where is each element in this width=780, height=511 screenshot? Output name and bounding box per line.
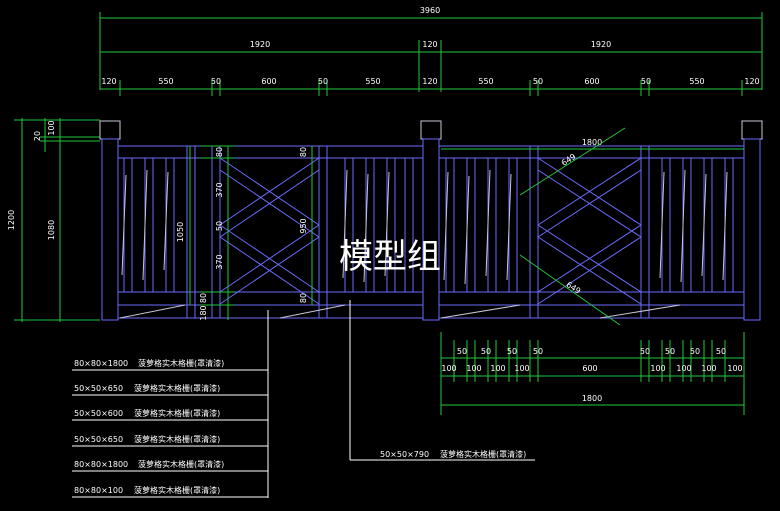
- dim-small: 50: [665, 347, 675, 356]
- dim-seg: 550: [689, 77, 704, 86]
- dim-inner: 370: [215, 182, 224, 197]
- dim-inner: 370: [215, 254, 224, 269]
- dim-small: 600: [582, 364, 597, 373]
- dim-seg: 50: [641, 77, 651, 86]
- dim-seg: 120: [101, 77, 116, 86]
- material-size: 50×50×790: [380, 450, 429, 459]
- dim-right-top: 1800: [582, 138, 602, 147]
- dim-small: 100: [650, 364, 665, 373]
- dim-small: 50: [716, 347, 726, 356]
- material-size: 50×50×600: [74, 409, 123, 418]
- dim-height-total: 1200: [7, 210, 16, 230]
- material-desc: 菠萝格实木格栅(罩清漆): [134, 383, 220, 393]
- dim-small: 50: [640, 347, 650, 356]
- material-desc: 菠萝格实木格栅(罩清漆): [138, 459, 224, 469]
- dim-small: 100: [701, 364, 716, 373]
- dim-seg: 600: [584, 77, 599, 86]
- material-desc: 菠萝格实木格栅(罩清漆): [134, 434, 220, 444]
- watermark: 模型组: [339, 237, 441, 277]
- dim-small: 50: [481, 347, 491, 356]
- post-cap-right: [741, 120, 763, 140]
- dim-seg: 50: [211, 77, 221, 86]
- material-desc: 菠萝格实木格栅(罩清漆): [134, 485, 220, 495]
- dim-small: 50: [457, 347, 467, 356]
- dim-cap: 20: [33, 131, 42, 141]
- dim-seg: 120: [744, 77, 759, 86]
- dim-inner-mid: 950: [299, 218, 308, 233]
- material-size: 50×50×650: [74, 435, 123, 444]
- dim-diag-top: 649: [560, 152, 578, 168]
- dim-small: 100: [676, 364, 691, 373]
- dim-top: 100: [47, 120, 56, 135]
- top-dimensions: 3960 1920 120 1920 120 550 50 600 50 550…: [99, 6, 763, 96]
- inner-dimensions: 80 370 50 370 1050 80 180 80 950 80: [176, 145, 313, 321]
- dim-inner: 180: [199, 305, 208, 320]
- dim-inner: 80: [215, 147, 224, 157]
- dim-small: 100: [727, 364, 742, 373]
- dim-inner: 50: [215, 221, 224, 231]
- dim-left-half: 1920: [250, 40, 270, 49]
- material-desc: 菠萝格实木格栅(罩清漆): [138, 358, 224, 368]
- leaders: [72, 300, 535, 498]
- dim-small: 50: [507, 347, 517, 356]
- material-size: 80×80×100: [74, 486, 123, 495]
- dim-row3: 120 550 50 600 50 550 120 550 50 600 50 …: [101, 77, 759, 86]
- dim-small: 100: [441, 364, 456, 373]
- dim-right-half: 1920: [591, 40, 611, 49]
- railing: [99, 120, 763, 321]
- bottom-dimensions: 50 50 50 50 50 50 50 50 100 100 100 100 …: [440, 332, 745, 415]
- dim-seg: 550: [365, 77, 380, 86]
- dim-small: 100: [466, 364, 481, 373]
- dim-seg: 550: [478, 77, 493, 86]
- dim-inner-mid: 80: [299, 147, 308, 157]
- dim-inner: 80: [199, 293, 208, 303]
- material-size: 80×80×1800: [74, 359, 128, 368]
- post-cap-center: [420, 120, 442, 140]
- left-dimensions: 1200 20 100 1080: [7, 118, 100, 322]
- dim-bottom-total: 1800: [582, 394, 602, 403]
- material-labels: 80×80×1800 菠萝格实木格栅(罩清漆) 50×50×650 菠萝格实木格…: [74, 358, 526, 495]
- dim-small: 100: [514, 364, 529, 373]
- material-size: 50×50×650: [74, 384, 123, 393]
- dim-diag-bottom: 649: [565, 280, 583, 296]
- dim-total: 3960: [420, 6, 440, 15]
- material-desc: 菠萝格实木格栅(罩清漆): [440, 449, 526, 459]
- dim-small: 100: [490, 364, 505, 373]
- dim-body: 1080: [47, 220, 56, 240]
- post-left: [101, 138, 119, 321]
- post-center: [422, 138, 440, 321]
- dim-small: 50: [533, 347, 543, 356]
- material-size: 80×80×1800: [74, 460, 128, 469]
- dim-seg: 50: [533, 77, 543, 86]
- dim-center-post: 120: [422, 40, 437, 49]
- post-right: [743, 138, 761, 321]
- material-desc: 菠萝格实木格栅(罩清漆): [134, 408, 220, 418]
- post-cap-left: [99, 120, 121, 140]
- dim-inner-mid: 80: [299, 293, 308, 303]
- dim-seg: 600: [261, 77, 276, 86]
- dim-seg: 550: [158, 77, 173, 86]
- dim-small: 50: [690, 347, 700, 356]
- dim-seg: 120: [422, 77, 437, 86]
- dim-inner: 1050: [176, 222, 185, 242]
- dim-seg: 50: [318, 77, 328, 86]
